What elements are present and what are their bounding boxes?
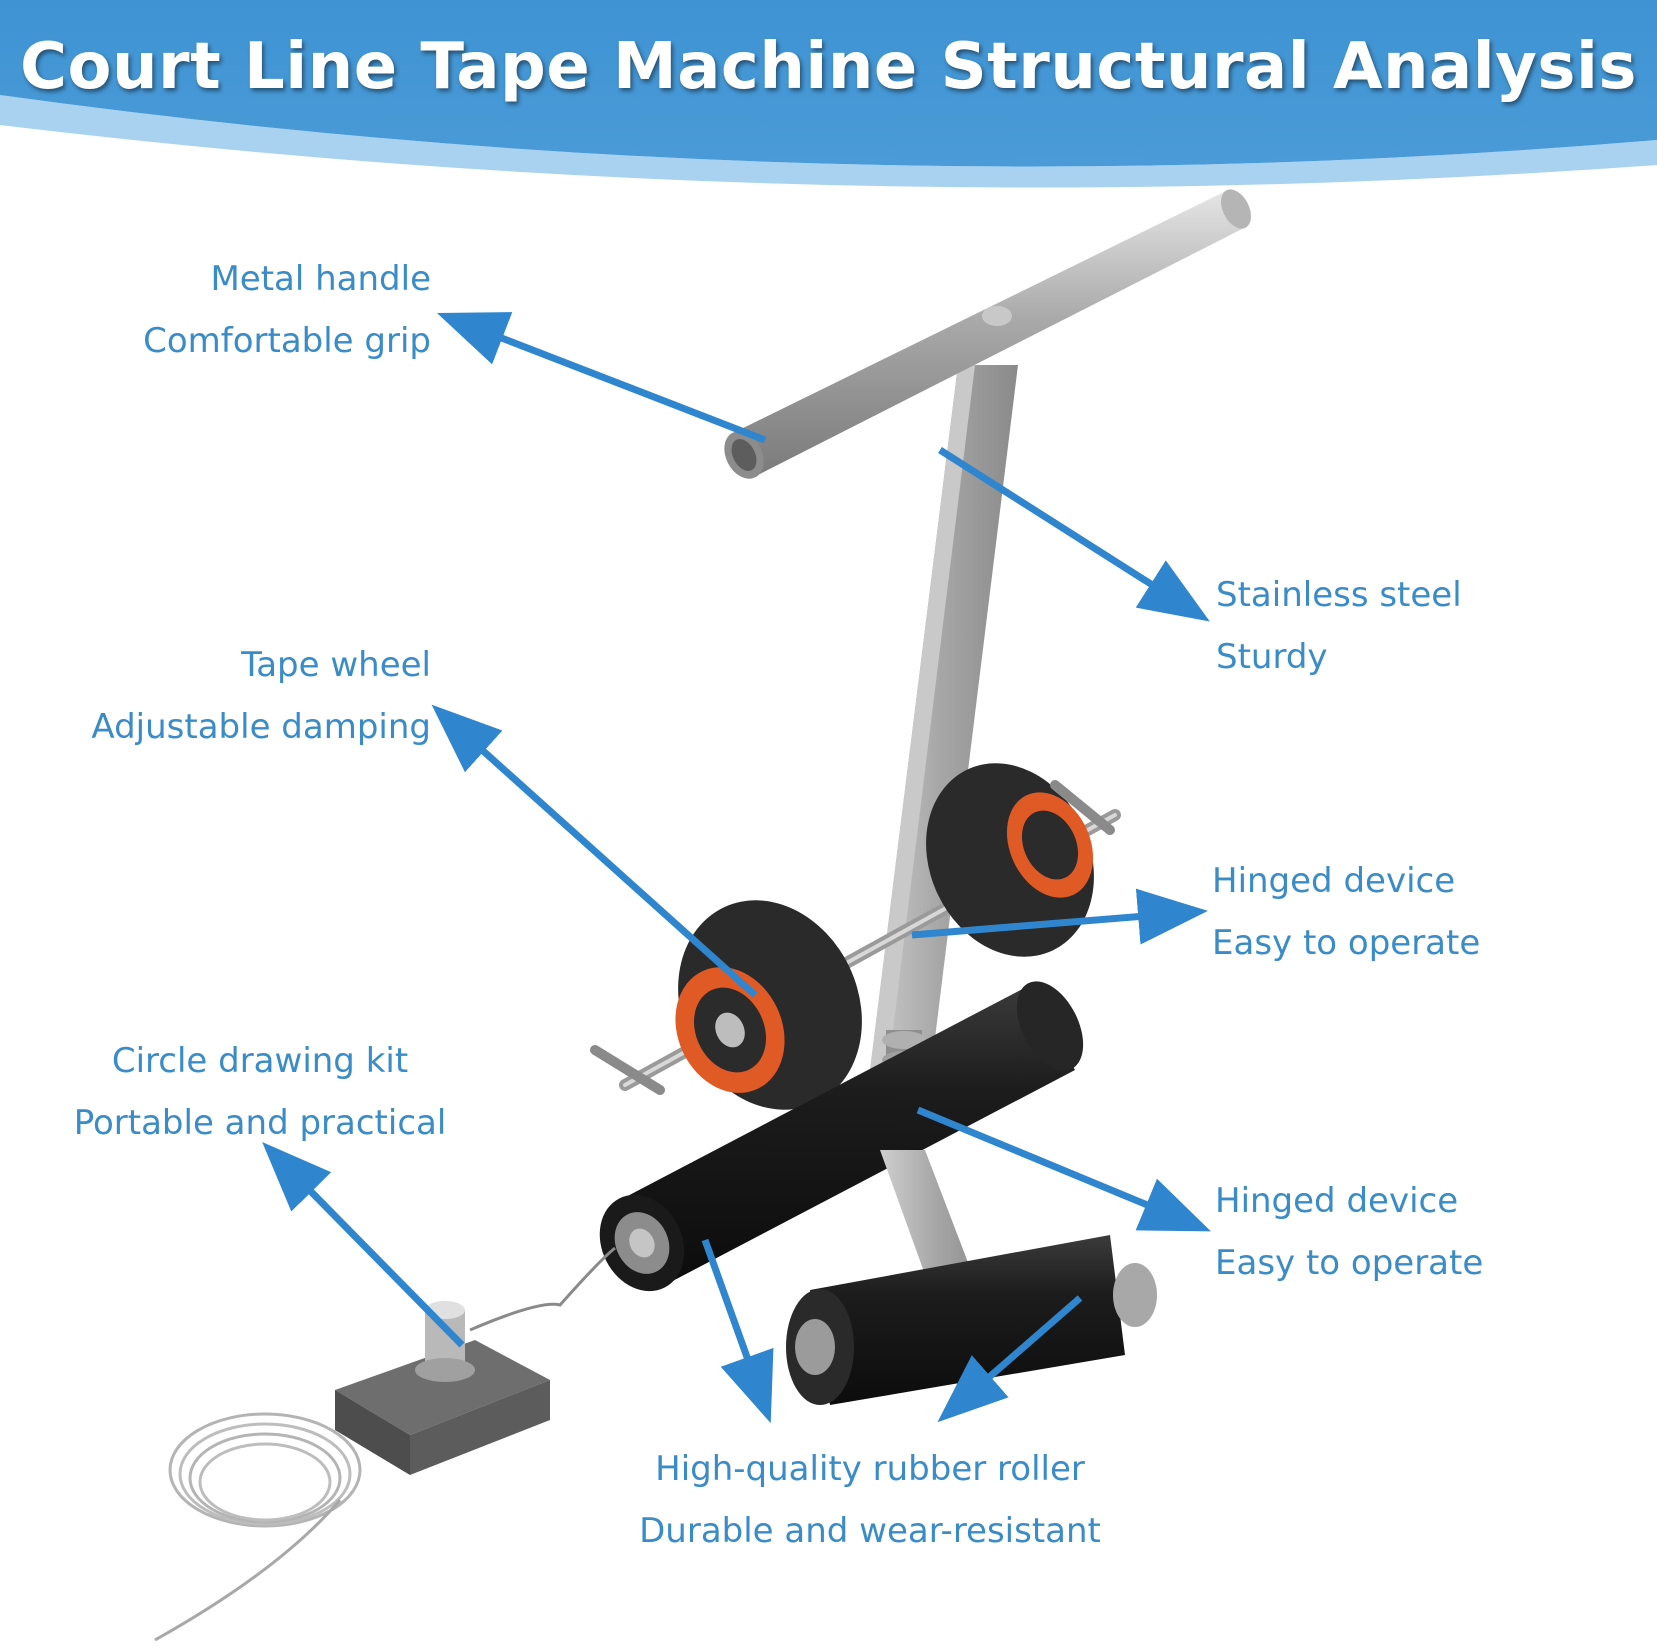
arrow-circle-kit (262, 1142, 465, 1348)
banner-main-wave (0, 0, 1657, 167)
metal-handle (724, 189, 1252, 479)
arrow-stainless-steel (938, 447, 1210, 622)
tape-wheel-hub-right (926, 763, 1094, 957)
callout-arrows (262, 312, 1211, 1424)
callout-circle-kit: Circle drawing kit Portable and practica… (60, 1030, 460, 1154)
callout-hinged-device-upper-title: Hinged device (1212, 861, 1456, 901)
callout-circle-kit-title: Circle drawing kit (111, 1041, 409, 1081)
arrow-roller-right (937, 1295, 1083, 1423)
callout-rubber-roller: High-quality rubber roller Durable and w… (600, 1438, 1140, 1562)
page-title: Court Line Tape Machine Structural Analy… (20, 30, 1637, 104)
arrow-hinged-device-upper (911, 888, 1208, 945)
callout-tape-wheel-title: Tape wheel (241, 645, 431, 685)
callout-stainless-steel: Stainless steel Sturdy (1216, 564, 1462, 688)
arrow-metal-handle (436, 312, 767, 444)
arrow-tape-wheel (431, 704, 758, 998)
banner-light-wave (0, 95, 1657, 188)
callout-rubber-roller-title: High-quality rubber roller (655, 1449, 1085, 1489)
callout-circle-kit-desc: Portable and practical (73, 1103, 447, 1143)
tape-wheel-hub-left (675, 900, 862, 1110)
callout-hinged-device-upper-desc: Easy to operate (1212, 923, 1481, 963)
callout-hinged-device-upper: Hinged device Easy to operate (1212, 850, 1480, 974)
circle-drawing-kit (154, 1246, 616, 1642)
callout-metal-handle: Metal handle Comfortable grip (143, 248, 431, 372)
tape-wheel-assembly (590, 763, 1121, 1110)
callout-hinged-device-lower-title: Hinged device (1215, 1181, 1459, 1221)
large-rubber-roller (599, 981, 1084, 1292)
stainless-steel-shaft (860, 365, 1018, 1160)
callout-hinged-device-lower-desc: Easy to operate (1215, 1243, 1484, 1283)
arrow-roller-left (701, 1238, 774, 1424)
arrow-hinged-device-lower (916, 1106, 1211, 1232)
callout-tape-wheel: Tape wheel Adjustable damping (91, 634, 431, 758)
callout-stainless-steel-desc: Sturdy (1216, 637, 1328, 677)
callout-metal-handle-title: Metal handle (210, 259, 431, 299)
callout-rubber-roller-desc: Durable and wear-resistant (639, 1511, 1101, 1551)
callout-stainless-steel-title: Stainless steel (1216, 575, 1462, 615)
callout-metal-handle-desc: Comfortable grip (143, 321, 431, 361)
callout-tape-wheel-desc: Adjustable damping (91, 707, 431, 747)
small-rubber-rollers (786, 1235, 1157, 1405)
header-banner (0, 0, 1657, 188)
callout-hinged-device-lower: Hinged device Easy to operate (1215, 1170, 1483, 1294)
